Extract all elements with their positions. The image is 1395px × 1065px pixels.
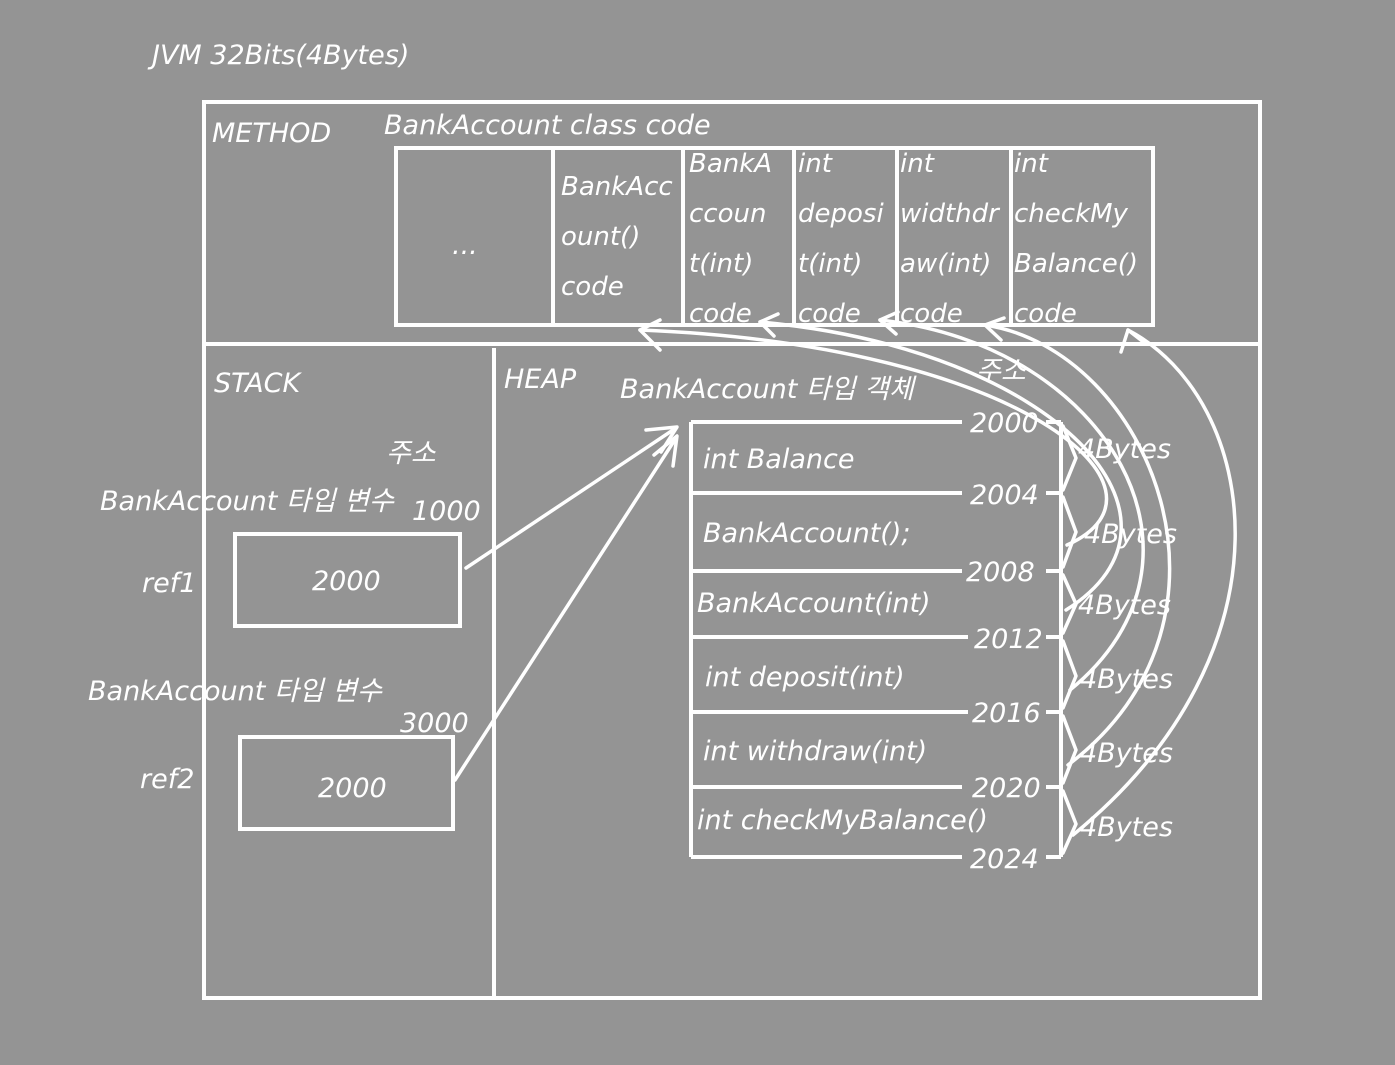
heap-address: 2008 [966,557,1035,588]
heap-size-label: 4Bytes [1078,590,1171,621]
withdraw-link-arrow [983,323,1172,767]
method-cell-line: code [689,299,752,329]
heap-field: BankAccount(int) [697,588,931,619]
constructor-link-arrowhead [638,318,662,352]
size-bracket [1061,789,1078,855]
reference-arrows [453,425,679,782]
constructor-link-arrow [638,328,1109,547]
heap-field: int Balance [703,444,854,475]
stack-address-label: 주소 [386,438,437,469]
size-bracket [1061,639,1078,710]
method-cell-line: code [1014,299,1077,329]
heap-address: 2004 [970,480,1039,511]
heap-address: 2000 [970,408,1039,439]
ref1-arrow [464,426,678,570]
deposit-link-arrow [878,318,1145,692]
heap-address-label: 주소 [976,356,1027,387]
class-code-label: BankAccount class code [384,110,711,141]
method-cell-line: ccoun [689,199,766,229]
ref2-arrowhead [652,434,679,468]
stack-var-value: 2000 [318,773,387,804]
method-cell-line: BankA [689,149,772,179]
heap-field: int deposit(int) [705,662,905,693]
ref2-arrow [453,436,678,782]
heap-area: HEAP BankAccount 타입 객체 주소 int Balance Ba… [504,356,1177,875]
method-cell-line: widthdr [900,199,1001,229]
heap-size-label: 4Bytes [1080,664,1173,695]
checkmybalance-link-arrowhead [1119,328,1148,354]
method-cell-line: Balance() [1014,249,1138,279]
stack-area-label: STACK [214,368,302,399]
method-cell-line: int [798,149,833,179]
stack-var-value: 2000 [312,566,381,597]
method-cell-line: aw(int) [900,249,991,279]
method-area: METHOD BankAccount class code ... BankAc… [212,110,1155,329]
diagram-title: JVM 32Bits(4Bytes) [147,40,409,71]
stack-var-name: ref2 [140,764,194,795]
stack-var-type-label: BankAccount 타입 변수 [88,676,383,707]
method-cell-deposit-code: int deposi t(int) code [798,149,884,329]
heap-size-label: 4Bytes [1078,434,1171,465]
stack-var-box [233,532,462,628]
stack-var-type-label: BankAccount 타입 변수 [100,486,395,517]
method-cell-line: t(int) [798,249,862,279]
stack-var-address: 1000 [412,496,481,527]
heap-field: BankAccount(); [703,518,910,549]
heap-address: 2024 [970,844,1039,875]
method-cell-line: t(int) [689,249,753,279]
stack-var-address: 3000 [400,708,469,739]
method-cell-line: BankAcc [561,172,673,202]
heap-address: 2012 [974,624,1043,655]
method-cell-line: int [900,149,935,179]
heap-field: int checkMyBalance() [697,805,988,836]
heap-object-label: BankAccount 타입 객체 [620,374,917,405]
size-bracket [1061,714,1078,785]
method-cell-line: deposi [798,199,884,229]
deposit-link-arrowhead [878,310,900,336]
constructor-int-link-arrowhead [758,312,780,338]
checkmybalance-link-arrow [1071,328,1237,837]
method-cell-constructor-int-code: BankA ccoun t(int) code [689,149,772,329]
method-cell-line: code [561,272,624,302]
method-cell-line: checkMy [1014,199,1129,229]
constructor-int-link-arrow [758,320,1123,612]
heap-size-label: 4Bytes [1084,519,1177,550]
jvm-memory-frame [202,100,1262,1000]
heap-address: 2016 [972,698,1041,729]
method-cell-constructor-code: BankAcc ount() code [561,172,673,302]
size-bracket [1061,495,1078,569]
method-cell-line: ount() [561,222,640,252]
stack-var-name: ref1 [142,568,196,599]
heap-field: int withdraw(int) [703,736,927,767]
heap-area-label: HEAP [504,364,577,395]
method-cell-checkmybalance-code: int checkMy Balance() code [1014,149,1138,329]
method-cell-line: code [798,299,861,329]
method-area-label: METHOD [212,118,331,149]
stack-var-box [238,735,455,831]
method-link-arrows [638,310,1237,837]
heap-address: 2020 [972,773,1041,804]
method-cell-line: int [1014,149,1049,179]
size-bracket [1061,424,1078,492]
method-cell-ellipsis: ... [452,230,478,261]
withdraw-link-arrowhead [983,316,1006,342]
method-cell-withdraw-code: int widthdr aw(int) code [900,149,1001,329]
stack-area: STACK 주소 BankAccount 타입 변수 1000 ref1 200… [88,368,481,831]
